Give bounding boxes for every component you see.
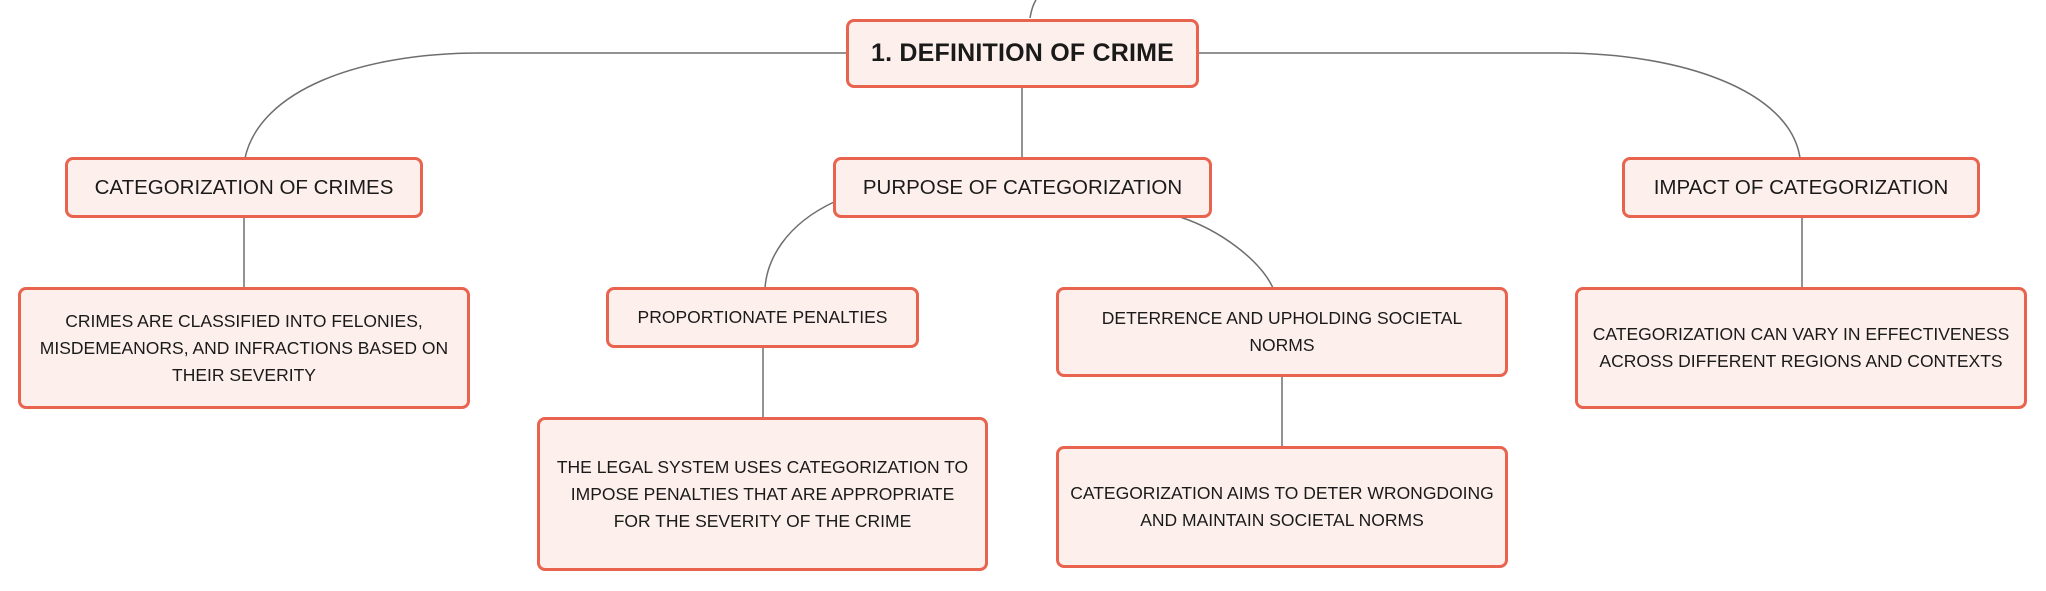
node-deterrence-and-norms[interactable]: DETERRENCE AND UPHOLDING SOCIETAL NORMS [1056,287,1508,377]
node-label: IMPACT OF CATEGORIZATION [1653,175,1949,199]
node-purpose-of-categorization[interactable]: PURPOSE OF CATEGORIZATION [833,157,1212,218]
node-label: PURPOSE OF CATEGORIZATION [862,175,1183,199]
node-proportionate-penalties[interactable]: PROPORTIONATE PENALTIES [606,287,919,348]
connector-purpose-proportionate [764,201,835,289]
connector-root-impact [1198,52,1801,159]
node-label: CRIMES ARE CLASSIFIED INTO FELONIES, MIS… [39,310,449,385]
node-categorization-of-crimes[interactable]: CATEGORIZATION OF CRIMES [65,157,423,218]
connector-root-parent [1029,0,1037,19]
node-label: THE LEGAL SYSTEM USES CATEGORIZATION TO … [556,456,969,531]
node-varying-effectiveness[interactable]: CATEGORIZATION CAN VARY IN EFFECTIVENESS… [1575,287,2027,409]
node-label: CATEGORIZATION OF CRIMES [94,175,394,199]
node-deter-wrongdoing[interactable]: CATEGORIZATION AIMS TO DETER WRONGDOING … [1056,446,1508,568]
node-legal-system-penalties[interactable]: THE LEGAL SYSTEM USES CATEGORIZATION TO … [537,417,988,571]
connector-root-categorization [244,52,846,159]
node-impact-of-categorization[interactable]: IMPACT OF CATEGORIZATION [1622,157,1980,218]
node-crimes-classified[interactable]: CRIMES ARE CLASSIFIED INTO FELONIES, MIS… [18,287,470,409]
node-label: CATEGORIZATION AIMS TO DETER WRONGDOING … [1070,483,1494,530]
node-label: CATEGORIZATION CAN VARY IN EFFECTIVENESS… [1592,324,2010,371]
node-label: PROPORTIONATE PENALTIES [637,307,888,327]
connector-purpose-deterrence [1179,216,1274,289]
root-node-label: 1. DEFINITION OF CRIME [870,39,1175,67]
node-label: DETERRENCE AND UPHOLDING SOCIETAL NORMS [1101,308,1463,355]
root-node[interactable]: 1. DEFINITION OF CRIME [846,19,1199,88]
